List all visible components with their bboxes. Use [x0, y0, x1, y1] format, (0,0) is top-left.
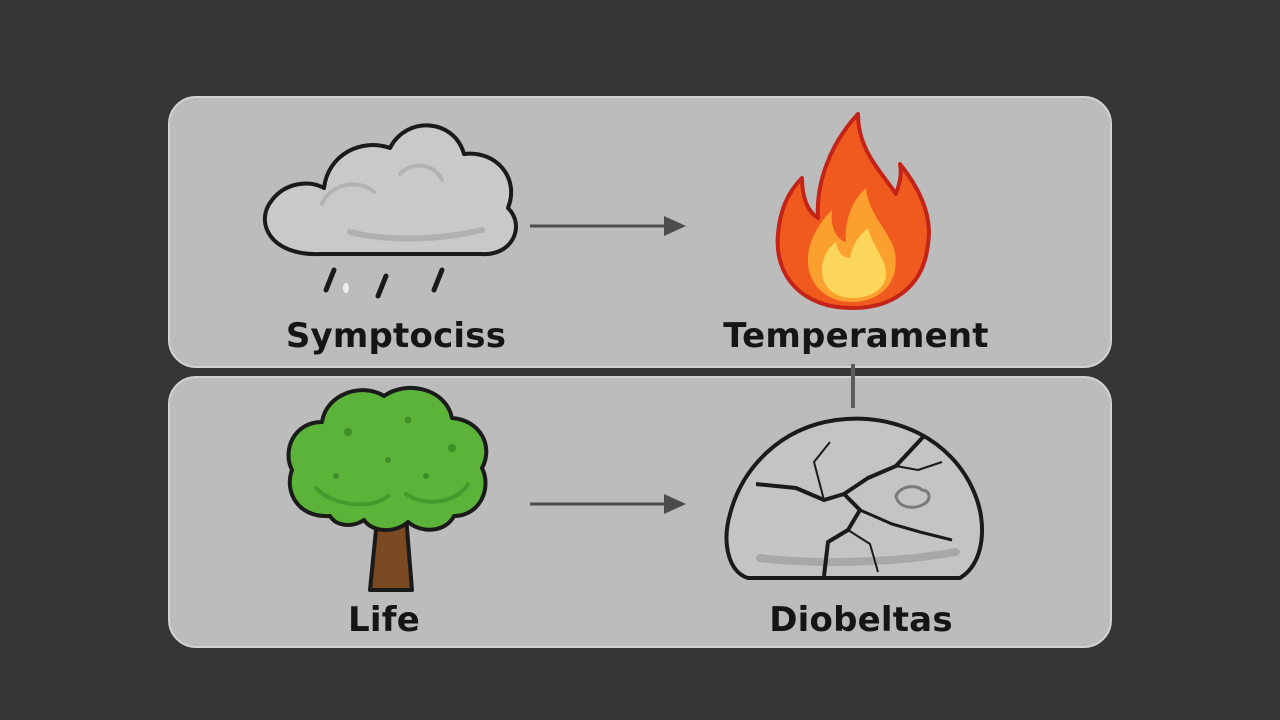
rain-cloud-icon: [262, 123, 518, 299]
label-symptociss: Symptociss: [285, 316, 507, 356]
vertical-connector: [851, 364, 855, 408]
arrow-top: [530, 216, 686, 236]
arrow-bottom: [530, 494, 686, 514]
label-life: Life: [348, 600, 420, 640]
label-diobeltas: Diobeltas: [769, 600, 953, 640]
flame-icon: [775, 112, 931, 310]
tree-icon: [286, 386, 489, 592]
label-temperament: Temperament: [723, 316, 989, 356]
cracked-rock-icon: [724, 416, 985, 580]
